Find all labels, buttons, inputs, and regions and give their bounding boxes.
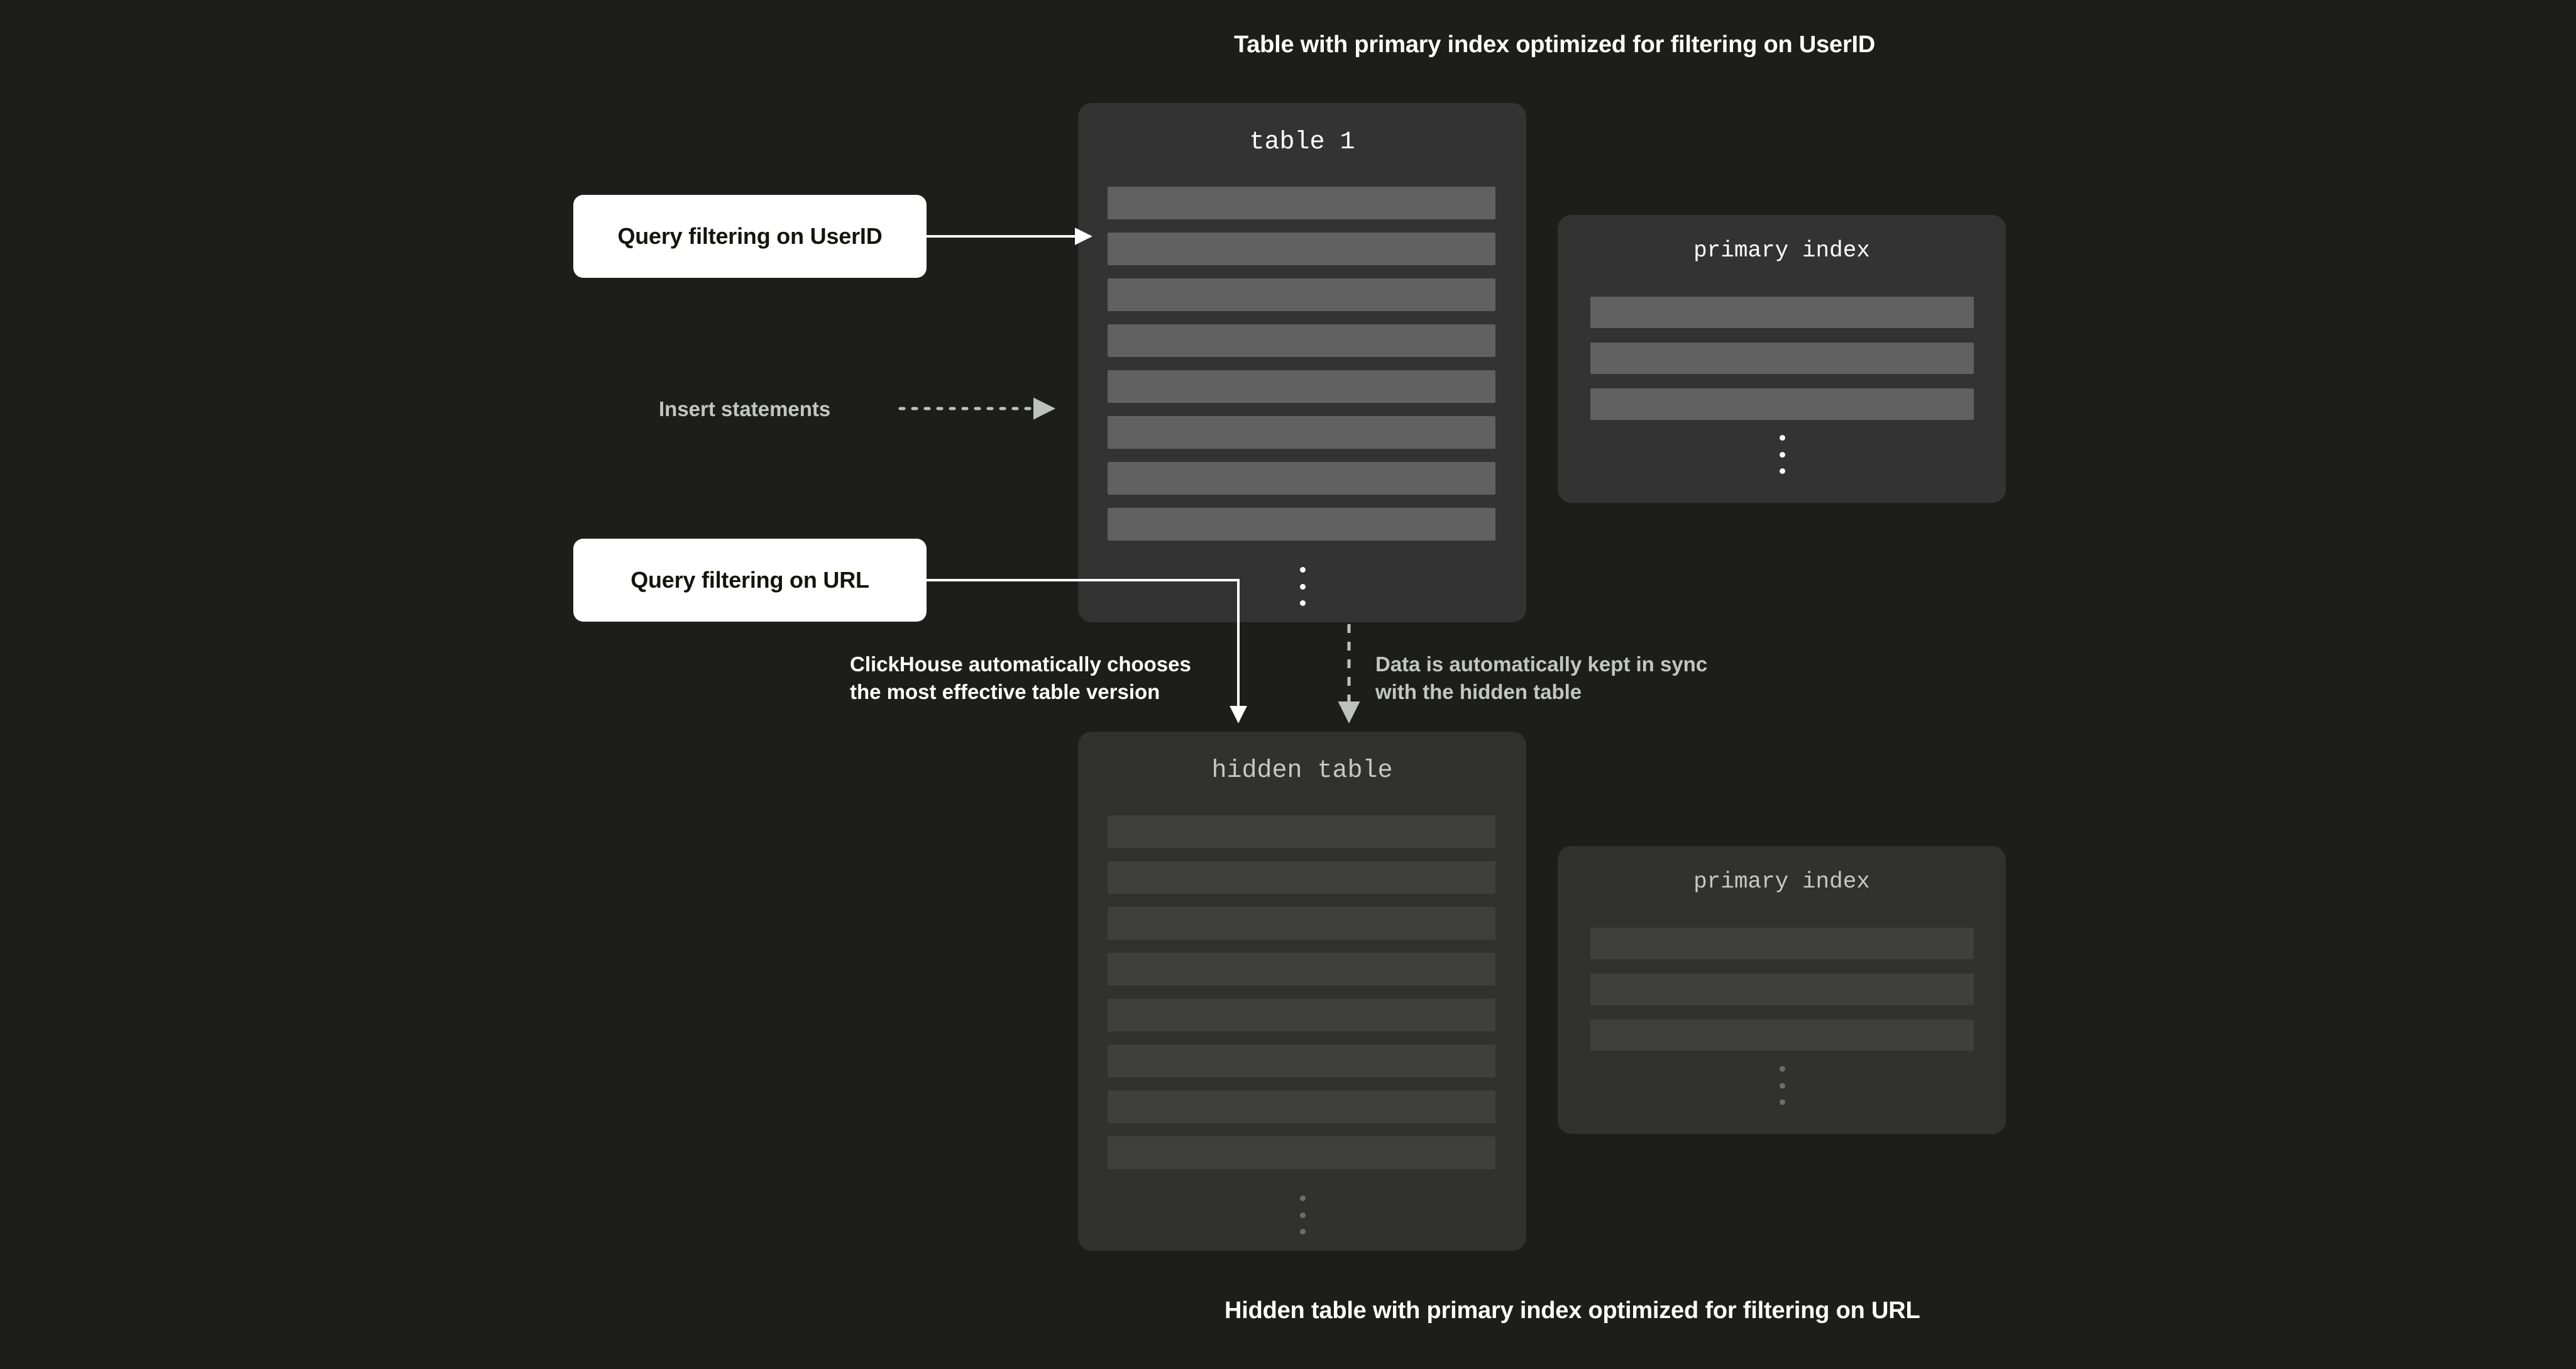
vertical-ellipsis-icon [1299, 567, 1306, 606]
table-row [1108, 462, 1495, 495]
table-row [1108, 815, 1495, 848]
primary-index-bottom-panel[interactable]: primary index [1558, 846, 2006, 1134]
table-row [1108, 370, 1495, 403]
chooses-effective-version-label: ClickHouse automatically chooses the mos… [850, 652, 1191, 703]
index-row [1590, 1020, 1974, 1051]
index-row [1590, 928, 1974, 959]
table-row [1108, 953, 1495, 986]
table-row [1108, 324, 1495, 357]
vertical-ellipsis-icon [1299, 1196, 1306, 1234]
index-row [1590, 297, 1974, 328]
hidden-table-title: hidden table [1211, 757, 1393, 785]
table-row [1108, 508, 1495, 541]
primary-index-bottom-title: primary index [1693, 869, 1870, 894]
table-row [1108, 416, 1495, 449]
table-row [1108, 907, 1495, 940]
table-row [1108, 1136, 1495, 1169]
kept-in-sync-label: Data is automatically kept in sync with … [1375, 652, 1708, 703]
insert-statements-label: Insert statements [659, 397, 831, 421]
primary-index-top-title: primary index [1693, 238, 1870, 263]
table-row [1108, 1045, 1495, 1077]
bottom-caption: Hidden table with primary index optimize… [1225, 1297, 1920, 1324]
table-row [1108, 187, 1495, 219]
primary-index-top-panel[interactable]: primary index [1558, 215, 2006, 503]
index-row [1590, 343, 1974, 374]
table-row [1108, 233, 1495, 265]
table-1-title: table 1 [1249, 128, 1355, 157]
hidden-table-panel[interactable]: hidden table [1078, 732, 1526, 1251]
top-caption: Table with primary index optimized for f… [1234, 31, 1876, 58]
vertical-ellipsis-icon [1778, 435, 1786, 474]
query-filtering-url-label: Query filtering on URL [630, 567, 869, 593]
index-row [1590, 388, 1974, 420]
table-row [1108, 278, 1495, 311]
table-row [1108, 861, 1495, 894]
vertical-ellipsis-icon [1778, 1066, 1786, 1105]
table-1-panel[interactable]: table 1 [1078, 103, 1526, 622]
index-row [1590, 974, 1974, 1005]
query-filtering-userid-label: Query filtering on UserID [617, 223, 883, 249]
table-row [1108, 999, 1495, 1031]
query-filtering-url-callout[interactable]: Query filtering on URL [573, 539, 927, 622]
table-row [1108, 1091, 1495, 1123]
query-filtering-userid-callout[interactable]: Query filtering on UserID [573, 195, 927, 278]
